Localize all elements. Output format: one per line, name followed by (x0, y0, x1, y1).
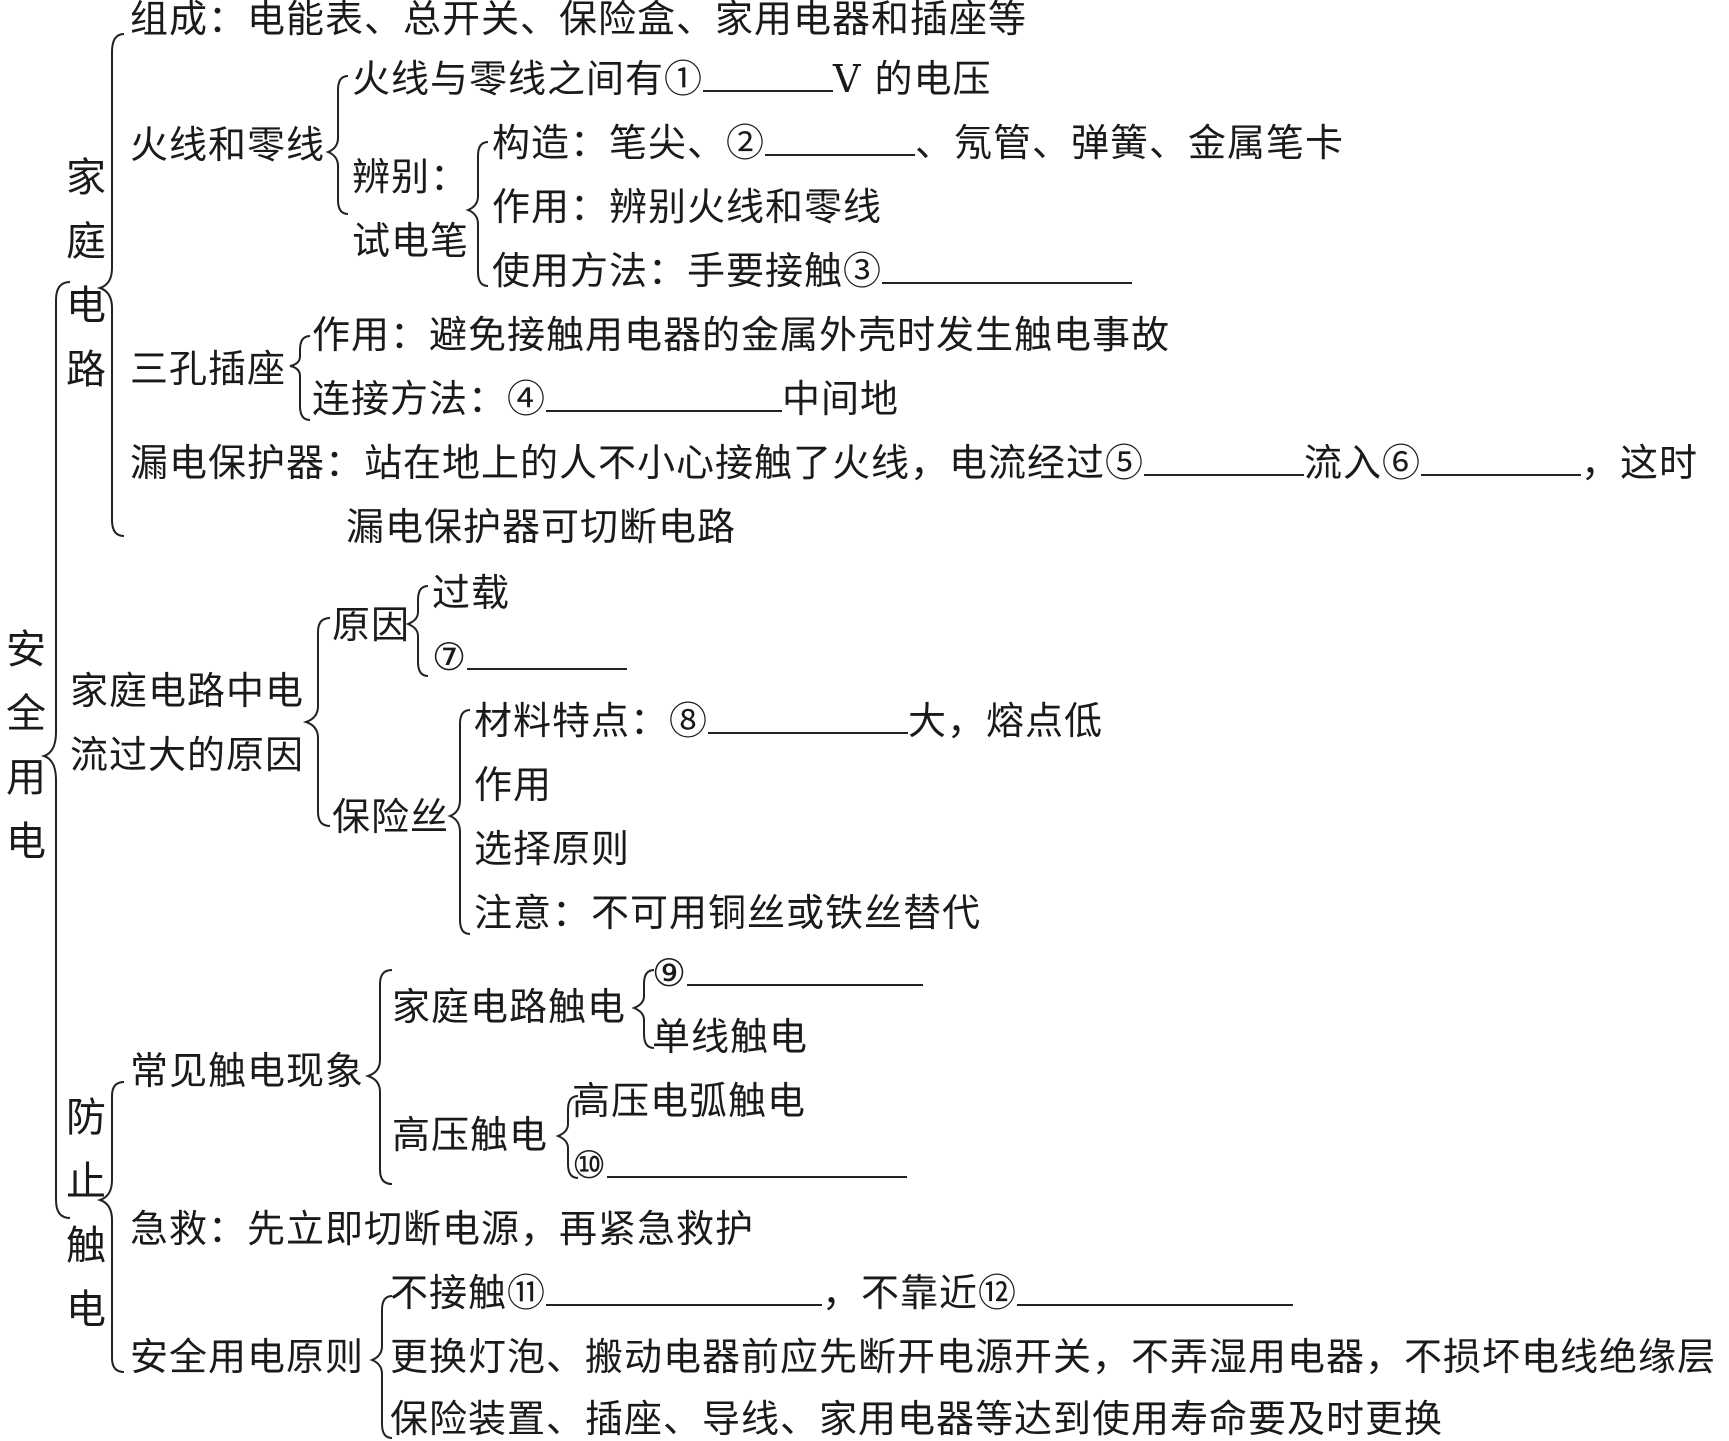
overcurrent-brace (302, 617, 331, 827)
principles-label: 安全用电原则 (130, 1335, 365, 1379)
vertical-char: 防 (66, 1095, 106, 1141)
socket-function: 作用：避免接触用电器的金属外壳时发生触电事故 (312, 313, 1171, 357)
tester-label: 试电笔 (352, 219, 470, 263)
principles-item-3: 保险装置、插座、导线、家用电器等达到使用寿命要及时更换 (390, 1397, 1444, 1441)
leakage-post: ，这时 (1581, 441, 1699, 485)
live-neutral-brace (325, 75, 349, 215)
blank-9 (687, 954, 924, 986)
usage-pre: 使用方法：手要接触③ (492, 249, 883, 293)
principles-brace (369, 1295, 393, 1439)
fuse-material-row: 材料特点：⑧ 大，熔点低 (474, 702, 1103, 740)
root-brace (40, 281, 71, 1219)
cause-item-1: 过载 (432, 571, 511, 615)
structure-pre: 构造：笔尖、② (492, 121, 766, 165)
home-shock-brace (631, 969, 655, 1049)
high-voltage-item-1: 高压电弧触电 (572, 1079, 807, 1123)
high-voltage-item-2: ⑩ (572, 1143, 608, 1187)
home-shock-label: 家庭电路触电 (392, 985, 627, 1029)
blank-10 (607, 1146, 908, 1178)
live-neutral-label: 火线和零线 (130, 123, 326, 167)
principles-item-1-row: 不接触⑪ ，不靠近⑫ (390, 1271, 1294, 1315)
vertical-char: 家 (66, 155, 106, 201)
leakage-row-1: 漏电保护器：站在地上的人不小心接触了火线，电流经过⑤ 流入⑥ ，这时 (130, 444, 1698, 482)
vertical-char: 用 (6, 755, 46, 801)
cause-item-2: ⑦ (432, 635, 468, 679)
principles-item-1-mid: ，不靠近⑫ (822, 1271, 1018, 1315)
voltage-pre: 火线与零线之间有① (352, 57, 704, 101)
blank-5 (1144, 444, 1305, 476)
vertical-char: 路 (66, 347, 106, 393)
blank-7 (467, 638, 628, 670)
principles-item-2: 更换灯泡、搬动电器前应先断开电源开关，不弄湿用电器，不损坏电线绝缘层 (390, 1335, 1717, 1379)
vertical-char: 全 (6, 691, 46, 737)
fuse-function: 作用 (474, 763, 553, 807)
identify-label: 辨别： (352, 155, 470, 199)
blank-8 (708, 702, 909, 734)
fuse-label: 保险丝 (332, 795, 450, 839)
blank-1 (703, 60, 834, 92)
high-voltage-brace (555, 1095, 579, 1179)
tester-function: 作用：辨别火线和零线 (492, 185, 883, 229)
blank-3 (882, 252, 1133, 284)
vertical-char: 电 (66, 1287, 106, 1333)
home-circuit-label-text: 家庭电路 (64, 146, 108, 402)
root-label: 安全用电 (4, 618, 48, 874)
home-circuit-brace (96, 33, 125, 537)
blank-2 (765, 124, 916, 156)
blank-6 (1421, 444, 1582, 476)
vertical-char: 触 (66, 1223, 106, 1269)
tester-structure-row: 构造：笔尖、② 、氖管、弹簧、金属笔卡 (492, 124, 1344, 162)
leakage-row-2: 漏电保护器可切断电路 (346, 505, 737, 549)
vertical-char: 电 (66, 283, 106, 329)
cause-label: 原因 (332, 603, 411, 647)
connection-post: 中间地 (782, 377, 900, 421)
overcurrent-label-2: 流过大的原因 (70, 733, 305, 777)
blank-4 (546, 380, 783, 412)
fuse-note: 注意：不可用铜丝或铁丝替代 (474, 891, 982, 935)
socket-connection-row: 连接方法：④ 中间地 (312, 380, 899, 418)
first-aid: 急救：先立即切断电源，再紧急救护 (130, 1207, 755, 1251)
composition-text: 组成：电能表、总开关、保险盒、家用电器和插座等 (130, 0, 1028, 41)
leakage-mid: 流入⑥ (1304, 441, 1422, 485)
vertical-char: 庭 (66, 219, 106, 265)
blank-12 (1017, 1274, 1294, 1306)
vertical-char: 电 (6, 819, 46, 865)
home-circuit-label: 家庭电路 (64, 146, 108, 402)
common-shock-brace (364, 969, 393, 1185)
socket-brace (289, 335, 311, 421)
fuse-selection: 选择原则 (474, 827, 631, 871)
vertical-char: 安 (6, 627, 46, 673)
tester-brace (465, 141, 489, 287)
voltage-row: 火线与零线之间有① V 的电压 (352, 60, 992, 98)
home-shock-item-1-row: ⑨ (652, 951, 924, 995)
prevent-shock-brace (96, 1081, 125, 1373)
common-shock-label: 常见触电现象 (130, 1049, 365, 1093)
high-voltage-item-2-row: ⑩ (572, 1143, 908, 1187)
root-label-text: 安全用电 (4, 618, 48, 874)
home-shock-item-1: ⑨ (652, 951, 688, 995)
material-pre: 材料特点：⑧ (474, 699, 709, 743)
structure-post: 、氖管、弹簧、金属笔卡 (915, 121, 1345, 165)
prevent-shock-label: 防止触电 (64, 1086, 108, 1342)
cause-item-2-row: ⑦ (432, 635, 628, 679)
tester-usage-row: 使用方法：手要接触③ (492, 249, 1133, 293)
principles-item-1-pre: 不接触⑪ (390, 1271, 547, 1315)
leakage-pre: 漏电保护器：站在地上的人不小心接触了火线，电流经过⑤ (130, 441, 1145, 485)
socket-label: 三孔插座 (130, 347, 287, 391)
vertical-char: 止 (66, 1159, 106, 1205)
blank-11 (546, 1274, 823, 1306)
material-post: 大，熔点低 (908, 699, 1104, 743)
overcurrent-label-1: 家庭电路中电 (70, 669, 305, 713)
home-shock-item-2: 单线触电 (652, 1015, 809, 1059)
prevent-shock-label-text: 防止触电 (64, 1086, 108, 1342)
high-voltage-label: 高压触电 (392, 1113, 549, 1157)
fuse-brace (447, 709, 471, 935)
cause-brace (405, 585, 429, 677)
connection-pre: 连接方法：④ (312, 377, 547, 421)
voltage-post: V 的电压 (833, 57, 992, 101)
